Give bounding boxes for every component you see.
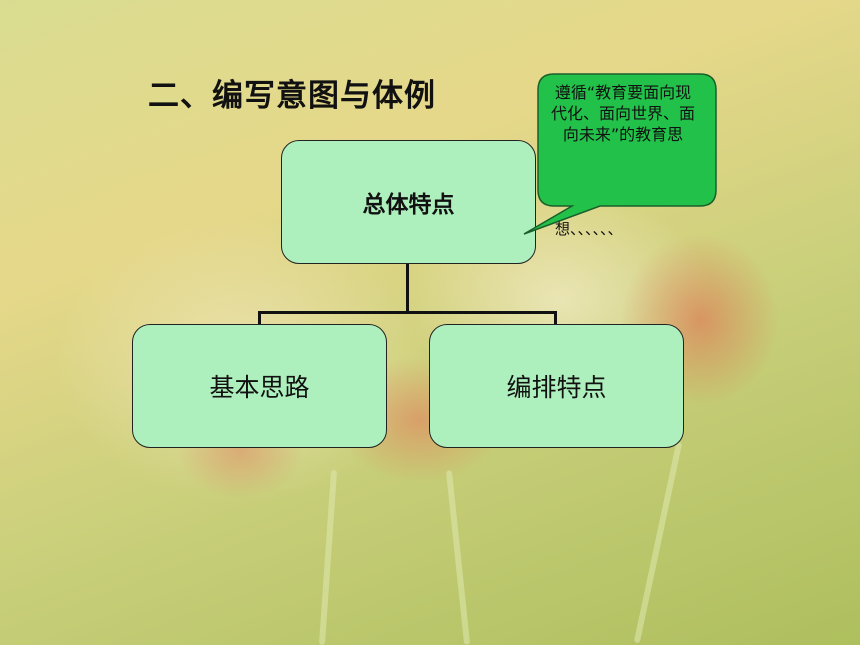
- connector-horizontal: [258, 311, 556, 314]
- slide-title: 二、编写意图与体例: [148, 78, 436, 114]
- child-node-label: 基本思路: [209, 373, 310, 402]
- connector-right-down: [554, 311, 557, 325]
- connector-left-down: [258, 311, 261, 325]
- child-node-basic-approach[interactable]: 基本思路: [132, 324, 387, 448]
- callout-text: 遵循“教育要面向现代化、面向世界、面向未来”的教育思: [550, 83, 695, 144]
- child-node-arrangement[interactable]: 编排特点: [429, 324, 684, 448]
- connector-root-down: [406, 262, 409, 312]
- root-node[interactable]: 总体特点: [281, 140, 536, 264]
- callout-overflow-text: 想、、、、、、: [555, 220, 623, 238]
- root-node-label: 总体特点: [362, 192, 455, 218]
- child-node-label: 编排特点: [506, 373, 607, 402]
